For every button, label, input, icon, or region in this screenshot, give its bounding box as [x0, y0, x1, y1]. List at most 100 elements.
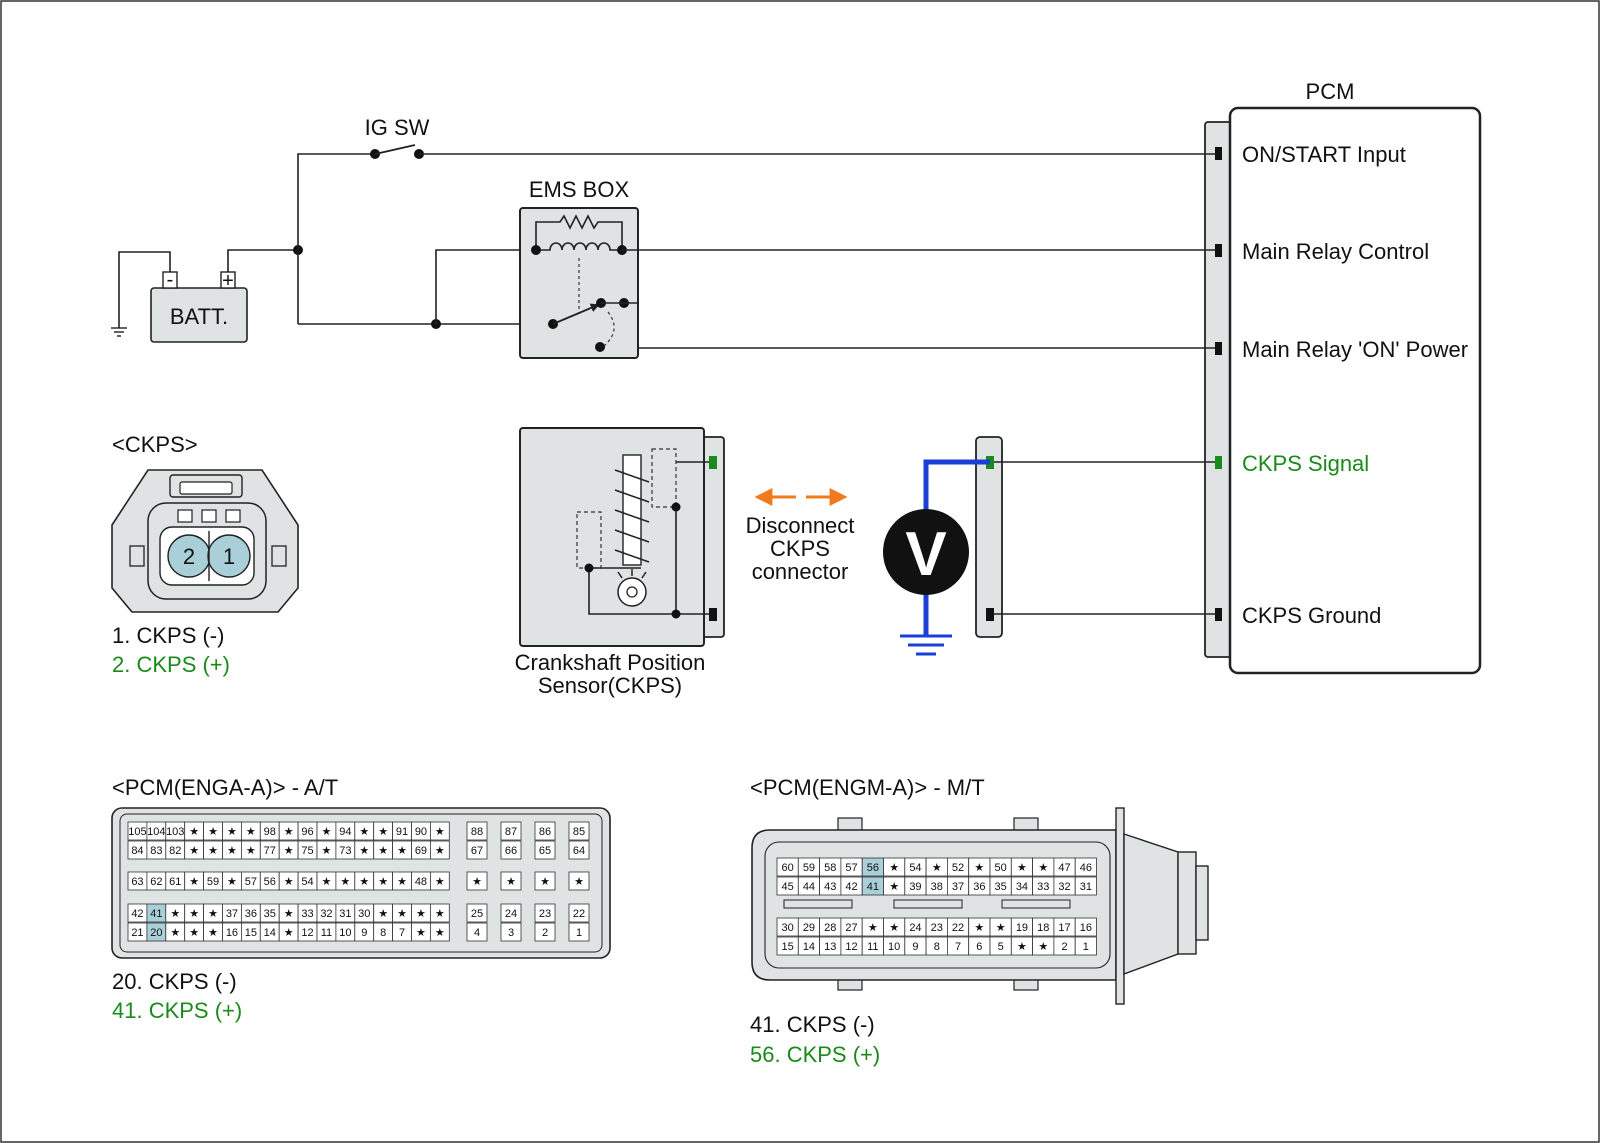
pin-label: ★ [322, 845, 332, 857]
pin-label: ★ [435, 927, 445, 939]
pcm-mt-rear-plug [1177, 851, 1197, 955]
pin-label: ★ [284, 845, 294, 857]
sensor-label-line1: Crankshaft Position [515, 650, 706, 675]
pin-label: ★ [208, 845, 218, 857]
pin-label: 24 [505, 908, 517, 920]
pin-label: ★ [574, 876, 584, 888]
pin-label: ★ [322, 876, 332, 888]
pin-label: ★ [284, 876, 294, 888]
ckps-connector-key [177, 509, 193, 523]
pin-label: 2 [1061, 941, 1067, 953]
pin-label: ★ [889, 922, 899, 934]
pcm-mt-flange [1115, 807, 1125, 1005]
pin-label: ★ [208, 908, 218, 920]
pin-label: 10 [339, 927, 351, 939]
pin-label: 56 [867, 862, 879, 874]
wire-relay-coil-feed [435, 249, 536, 324]
pin-label: 57 [845, 862, 857, 874]
battery: BATT. - + [150, 269, 248, 343]
pin-label: 96 [301, 826, 313, 838]
pin-label: ★ [1038, 862, 1048, 874]
pin-label: 30 [782, 922, 794, 934]
sensor-reluctor-teeth [617, 569, 647, 579]
battery-label: BATT. [170, 304, 228, 329]
pin-cell [500, 840, 522, 860]
pin-label: 94 [339, 826, 351, 838]
pin-cell [500, 821, 522, 841]
pin-cell [466, 871, 488, 891]
voltmeter: V [883, 459, 990, 656]
pin-label: ★ [208, 826, 218, 838]
pin-label: ★ [435, 845, 445, 857]
pcm-mt-key-slot [893, 899, 963, 909]
ems-box-label: EMS BOX [529, 177, 630, 202]
ckps-pin-2-label: 2 [183, 544, 195, 569]
pin-label: 36 [973, 881, 985, 893]
pin-label: ★ [397, 908, 407, 920]
pin-label: 41 [150, 908, 162, 920]
pin-cell [534, 840, 556, 860]
pin-label: 2 [542, 927, 548, 939]
pin-cell [534, 821, 556, 841]
pin-label: 24 [909, 922, 921, 934]
pin-label: 104 [147, 826, 165, 838]
pin-label: 18 [1037, 922, 1049, 934]
pin-cell [534, 871, 556, 891]
pin-label: ★ [189, 845, 199, 857]
pin-label: 29 [803, 922, 815, 934]
pin-label: 32 [320, 908, 332, 920]
battery-positive-sign: + [222, 270, 234, 292]
pcm-mt-rear-cap [1195, 865, 1209, 941]
pcm-label-on-start: ON/START Input [1242, 142, 1406, 167]
pin-label: 31 [1080, 881, 1092, 893]
pin-label: ★ [208, 927, 218, 939]
pin-label: 22 [952, 922, 964, 934]
pin-label: ★ [416, 908, 426, 920]
pin-label: 30 [358, 908, 370, 920]
pcm-label-main-relay-control: Main Relay Control [1242, 239, 1429, 264]
relay-output-terminal [595, 342, 605, 352]
pin-cell [429, 903, 450, 923]
pin-label: 23 [539, 908, 551, 920]
pcm-mt-key-slot [783, 899, 853, 909]
voltmeter-symbol: V [905, 520, 946, 589]
ckps-pin-1-label: 1 [223, 544, 235, 569]
pin-cell [1074, 917, 1097, 937]
pin-label: ★ [889, 862, 899, 874]
ig-switch-lever [374, 144, 416, 155]
pin-label: ★ [189, 927, 199, 939]
pin-label: ★ [435, 908, 445, 920]
pin-label: 25 [471, 908, 483, 920]
pin-cell [466, 922, 488, 942]
pin-label: 37 [952, 881, 964, 893]
pin-label: ★ [378, 908, 388, 920]
pin-label: ★ [472, 876, 482, 888]
ckps-pin-1-face [207, 534, 251, 578]
pcm-mt-housing-inner [764, 841, 1111, 969]
pin-cell [429, 922, 450, 942]
pin-label: 11 [867, 941, 878, 953]
pcm-pin-main-relay-control [1215, 244, 1222, 257]
pin-label: 45 [782, 881, 794, 893]
pin-label: 4 [474, 927, 480, 939]
ckps-connector-key [201, 509, 217, 523]
pin-cell [429, 840, 450, 860]
battery-body [150, 287, 248, 343]
pin-label: ★ [227, 845, 237, 857]
sensor-magnet-outline [651, 448, 677, 508]
sensor-label-line2: Sensor(CKPS) [538, 673, 682, 698]
pcm-pin-ckps-signal [1215, 456, 1222, 469]
ems-box: EMS BOX [519, 177, 639, 359]
pin-label: ★ [284, 908, 294, 920]
junction-dot [671, 502, 681, 512]
pin-label: 10 [888, 941, 900, 953]
sensor-coil-winding [614, 469, 650, 563]
pin-label: ★ [1017, 941, 1027, 953]
pin-label: ★ [246, 845, 256, 857]
pcm-at-title: <PCM(ENGA-A)> - A/T [112, 775, 338, 800]
battery-ground-wire [118, 251, 171, 328]
pcm-at-legend-2: 41. CKPS (+) [112, 998, 242, 1023]
pin-label: 42 [845, 881, 857, 893]
